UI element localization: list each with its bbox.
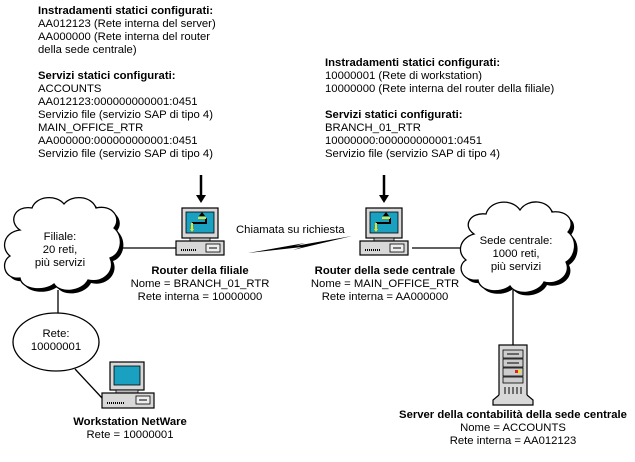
device-name: Nome = ACCOUNTS	[460, 422, 566, 434]
workstation-label: Workstation NetWare Rete = 10000001	[60, 416, 200, 442]
service-entry: AA012123:000000000001:0451	[38, 96, 198, 108]
routes-heading: Instradamenti statici configurati:	[325, 57, 501, 69]
device-name: Nome = BRANCH_01_RTR	[130, 278, 270, 290]
workstation-network-ellipse	[12, 312, 100, 372]
service-entry: Servizio file (servizio SAP di tipo 4)	[38, 109, 213, 121]
link-wsnet-workstation	[74, 368, 103, 399]
service-entry: ACCOUNTS	[38, 83, 102, 95]
device-internal-network: Rete interna = AA012123	[449, 435, 577, 447]
cloud-line: 1000 reti,	[492, 248, 540, 260]
main-router-label: Router della sede centrale Nome = MAIN_O…	[305, 265, 465, 304]
branch-cloud-label: Filiale: 20 reti, più servizi	[20, 231, 100, 270]
service-entry: MAIN_OFFICE_RTR	[38, 122, 144, 134]
branch-router-label: Router della filiale Nome = BRANCH_01_RT…	[130, 265, 270, 304]
branch-cloud-shape	[3, 197, 124, 294]
device-name: Nome = MAIN_OFFICE_RTR	[310, 278, 460, 290]
cloud-line: più servizi	[34, 257, 86, 269]
main-cloud-shape	[459, 201, 578, 296]
route-entry: 10000000 (Rete interna del router della …	[325, 83, 555, 95]
service-entry: Servizio file (servizio SAP di tipo 4)	[38, 148, 213, 160]
service-entry: AA000000:000000000001:0451	[38, 135, 198, 147]
device-title: Workstation NetWare	[73, 416, 187, 428]
device-title: Router della sede centrale	[314, 265, 456, 277]
arrow-down-icon	[379, 175, 389, 203]
workstation-icon	[101, 361, 155, 409]
device-internal-network: Rete interna = AA000000	[321, 291, 449, 303]
services-heading: Servizi statici configurati:	[38, 70, 176, 82]
arrow-down-icon	[196, 175, 206, 203]
cloud-line: Filiale:	[43, 231, 77, 243]
services-heading: Servizi statici configurati:	[325, 109, 463, 121]
routes-heading: Instradamenti statici configurati:	[38, 5, 214, 17]
route-entry: 10000001 (Rete di workstation)	[325, 70, 482, 82]
main-cloud-label: Sede centrale: 1000 reti, più servizi	[466, 235, 566, 274]
main-router-config: Instradamenti statici configurati: 10000…	[325, 57, 554, 161]
device-internal-network: Rete interna = 10000000	[137, 291, 263, 303]
server-label: Server della contabilità della sede cent…	[383, 409, 635, 448]
network-line: 10000001	[30, 341, 82, 353]
service-entry: Servizio file (servizio SAP di tipo 4)	[325, 148, 500, 160]
router-icon	[175, 207, 225, 256]
router-icon	[359, 207, 409, 256]
cloud-line: Sede centrale:	[479, 235, 553, 247]
cloud-line: più servizi	[490, 261, 542, 273]
route-entry: AA000000 (Rete interna del router	[38, 31, 211, 43]
device-title: Server della contabilità della sede cent…	[399, 409, 627, 421]
route-entry: AA012123 (Rete interna del server)	[38, 18, 216, 30]
branch-router-config: Instradamenti statici configurati: AA012…	[38, 5, 216, 161]
network-line: Rete:	[42, 328, 70, 340]
dial-on-demand-label: Chiamata su richiesta	[236, 224, 345, 236]
service-entry: 10000000:000000000001:0451	[325, 135, 483, 147]
server-icon	[492, 344, 534, 406]
device-title: Router della filiale	[151, 265, 249, 277]
dial-on-demand-link	[248, 236, 352, 253]
device-network: Rete = 10000001	[86, 429, 174, 441]
service-entry: BRANCH_01_RTR	[325, 122, 421, 134]
cloud-line: 20 reti,	[42, 244, 78, 256]
route-entry: della sede centrale)	[38, 44, 137, 56]
workstation-network-label: Rete: 10000001	[16, 328, 96, 354]
